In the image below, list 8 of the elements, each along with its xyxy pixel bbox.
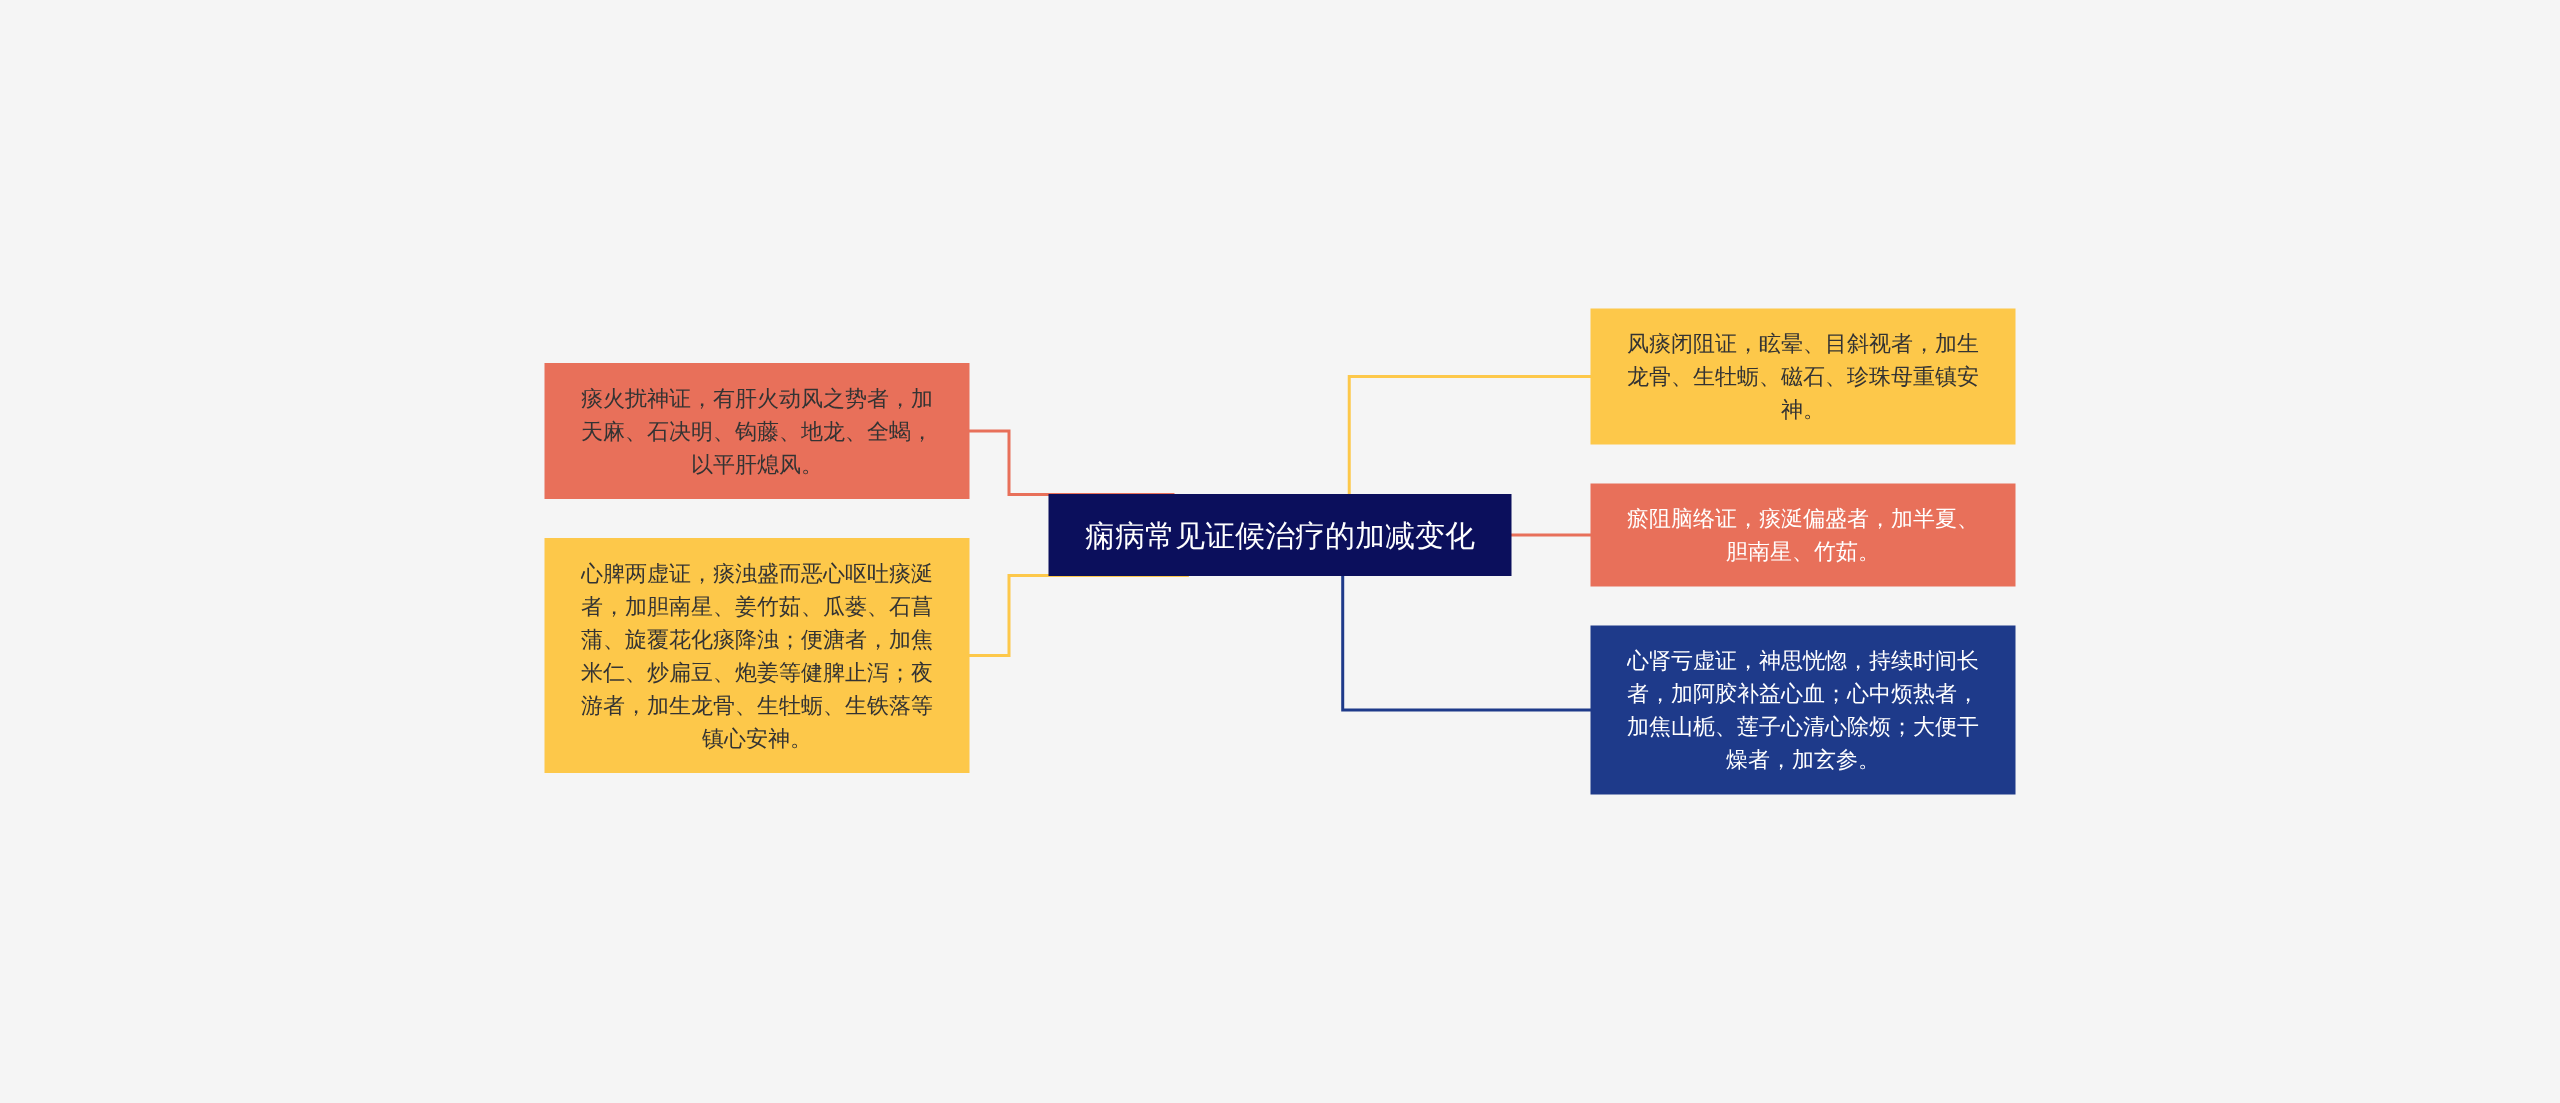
node-box: 风痰闭阻证，眩晕、目斜视者，加生龙骨、生牡蛎、磁石、珍珠母重镇安神。 (1590, 308, 2016, 445)
node-box: 痰火扰神证，有肝火动风之势者，加天麻、石决明、钩藤、地龙、全蝎，以平肝熄风。 (544, 363, 970, 499)
node-box: 心脾两虚证，痰浊盛而恶心呕吐痰涎者，加胆南星、姜竹茹、瓜蒌、石菖蒲、旋覆花化痰降浊；便溏者，加焦米仁、炒扁豆、炮姜等健脾止泻；夜游者，加生龙骨、生牡蛎、生铁落等镇心安神。 (544, 538, 970, 773)
connector (1341, 575, 1591, 712)
node-box: 心肾亏虚证，神思恍惚，持续时间长者，加阿胶补益心血；心中烦热者，加焦山栀、莲子心清心除烦；大便干燥者，加玄参。 (1590, 625, 2016, 795)
node-box: 瘀阻脑络证，痰涎偏盛者，加半夏、胆南星、竹茹。 (1590, 483, 2016, 587)
connector (1347, 375, 1591, 495)
node-box: 痫病常见证候治疗的加减变化 (1048, 494, 1512, 576)
